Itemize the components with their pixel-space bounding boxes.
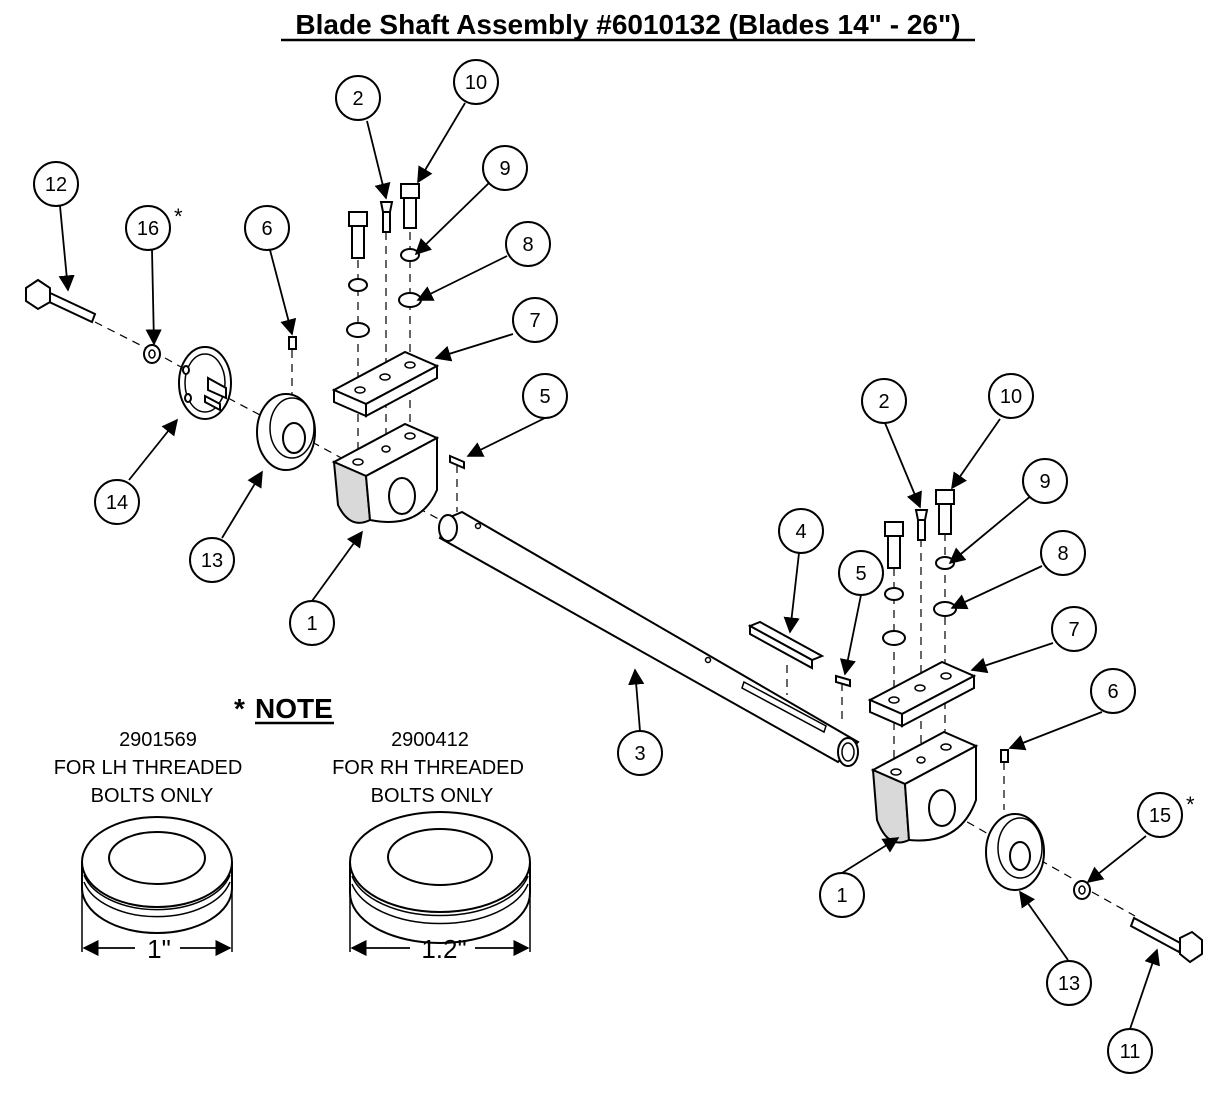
svg-text:13: 13 <box>201 550 223 572</box>
svg-text:3: 3 <box>634 743 645 765</box>
svg-text:8: 8 <box>522 234 533 256</box>
note-washer-rh <box>349 811 531 944</box>
flange-13-left <box>256 393 316 471</box>
note-washer-lh <box>81 816 233 934</box>
callout-8-right: 8 <box>1040 530 1086 576</box>
callout-14: 14 <box>94 479 140 525</box>
callout-7-right: 7 <box>1051 606 1097 652</box>
svg-text:8: 8 <box>1057 543 1068 565</box>
key-4 <box>747 620 825 670</box>
svg-text:12: 12 <box>45 174 67 196</box>
asterisk-16: * <box>174 204 183 229</box>
svg-text:5: 5 <box>539 386 550 408</box>
callout-10-left: 10 <box>453 59 499 105</box>
note-item-2-part-number: 2900412 <box>391 729 469 751</box>
callout-16: 16 <box>125 205 171 251</box>
svg-text:9: 9 <box>499 158 510 180</box>
callout-12: 12 <box>33 161 79 207</box>
note-item-1-dimension: 1" <box>147 934 171 964</box>
callout-1-right: 1 <box>819 872 865 918</box>
callout-6-right: 6 <box>1090 668 1136 714</box>
callout-2-left: 2 <box>335 75 381 121</box>
bearing-block-1-left <box>331 422 440 524</box>
callout-13-right: 13 <box>1046 960 1092 1006</box>
svg-text:4: 4 <box>795 521 806 543</box>
note-item-1-line2: BOLTS ONLY <box>91 785 214 807</box>
callout-3: 3 <box>617 730 663 776</box>
callout-2-right: 2 <box>861 378 907 424</box>
svg-text:6: 6 <box>1107 681 1118 703</box>
plate-7-left <box>331 350 440 418</box>
note-item-1-part-number: 2901569 <box>119 729 197 751</box>
svg-text:5: 5 <box>855 563 866 585</box>
svg-text:6: 6 <box>261 218 272 240</box>
callout-5-left: 5 <box>522 373 568 419</box>
callout-8-left: 8 <box>505 221 551 267</box>
bolt-stack-right <box>882 489 957 646</box>
svg-text:1: 1 <box>306 613 317 635</box>
key-5-left <box>449 454 465 470</box>
asterisk-15: * <box>1186 792 1195 817</box>
callout-5-right: 5 <box>838 550 884 596</box>
note-item-2-line2: BOLTS ONLY <box>371 785 494 807</box>
callout-10-right: 10 <box>988 373 1034 419</box>
callout-1-left: 1 <box>289 600 335 646</box>
washer-16 <box>143 344 161 364</box>
callout-9-right: 9 <box>1022 458 1068 504</box>
svg-text:10: 10 <box>1000 386 1022 408</box>
note-item-2-dimension: 1.2" <box>421 934 466 964</box>
bolt-11 <box>1129 916 1203 964</box>
washer-15 <box>1073 880 1091 900</box>
svg-text:14: 14 <box>106 492 128 514</box>
svg-text:1: 1 <box>836 885 847 907</box>
flange-13-right <box>985 813 1045 891</box>
plate-7-right <box>867 660 977 728</box>
shaft-3 <box>438 510 860 767</box>
note-item-1-line1: FOR LH THREADED <box>54 757 243 779</box>
note-heading: NOTE <box>255 693 333 724</box>
callout-9-left: 9 <box>482 145 528 191</box>
callout-15: 15 <box>1137 792 1183 838</box>
hub-14 <box>178 346 232 420</box>
callout-7-left: 7 <box>512 297 558 343</box>
key-5-right <box>835 674 851 688</box>
svg-text:13: 13 <box>1058 973 1080 995</box>
svg-text:15: 15 <box>1149 805 1171 827</box>
set-screw-6-right <box>1000 749 1009 763</box>
set-screw-6-left <box>288 336 297 350</box>
note-star: * <box>234 693 245 724</box>
note-section: * NOTE 2901569 FOR LH THREADED BOLTS ONL… <box>54 693 531 964</box>
svg-text:2: 2 <box>878 391 889 413</box>
svg-text:11: 11 <box>1120 1041 1141 1063</box>
svg-text:16: 16 <box>137 218 159 240</box>
callout-11: 11 <box>1107 1028 1153 1074</box>
callout-13-left: 13 <box>189 537 235 583</box>
svg-text:10: 10 <box>465 72 487 94</box>
svg-text:7: 7 <box>529 310 540 332</box>
note-item-2-line1: FOR RH THREADED <box>332 757 524 779</box>
leader-lines <box>58 102 1160 1030</box>
bolt-stack-left <box>346 183 422 338</box>
diagram-title: Blade Shaft Assembly #6010132 (Blades 14… <box>295 9 960 40</box>
assembly-axis-lines <box>94 232 1136 917</box>
bearing-block-1-right <box>870 730 979 844</box>
svg-text:9: 9 <box>1039 471 1050 493</box>
callout-6-left: 6 <box>244 205 290 251</box>
svg-text:7: 7 <box>1068 619 1079 641</box>
callout-4: 4 <box>778 508 824 554</box>
bolt-12 <box>25 278 97 324</box>
svg-text:2: 2 <box>352 88 363 110</box>
